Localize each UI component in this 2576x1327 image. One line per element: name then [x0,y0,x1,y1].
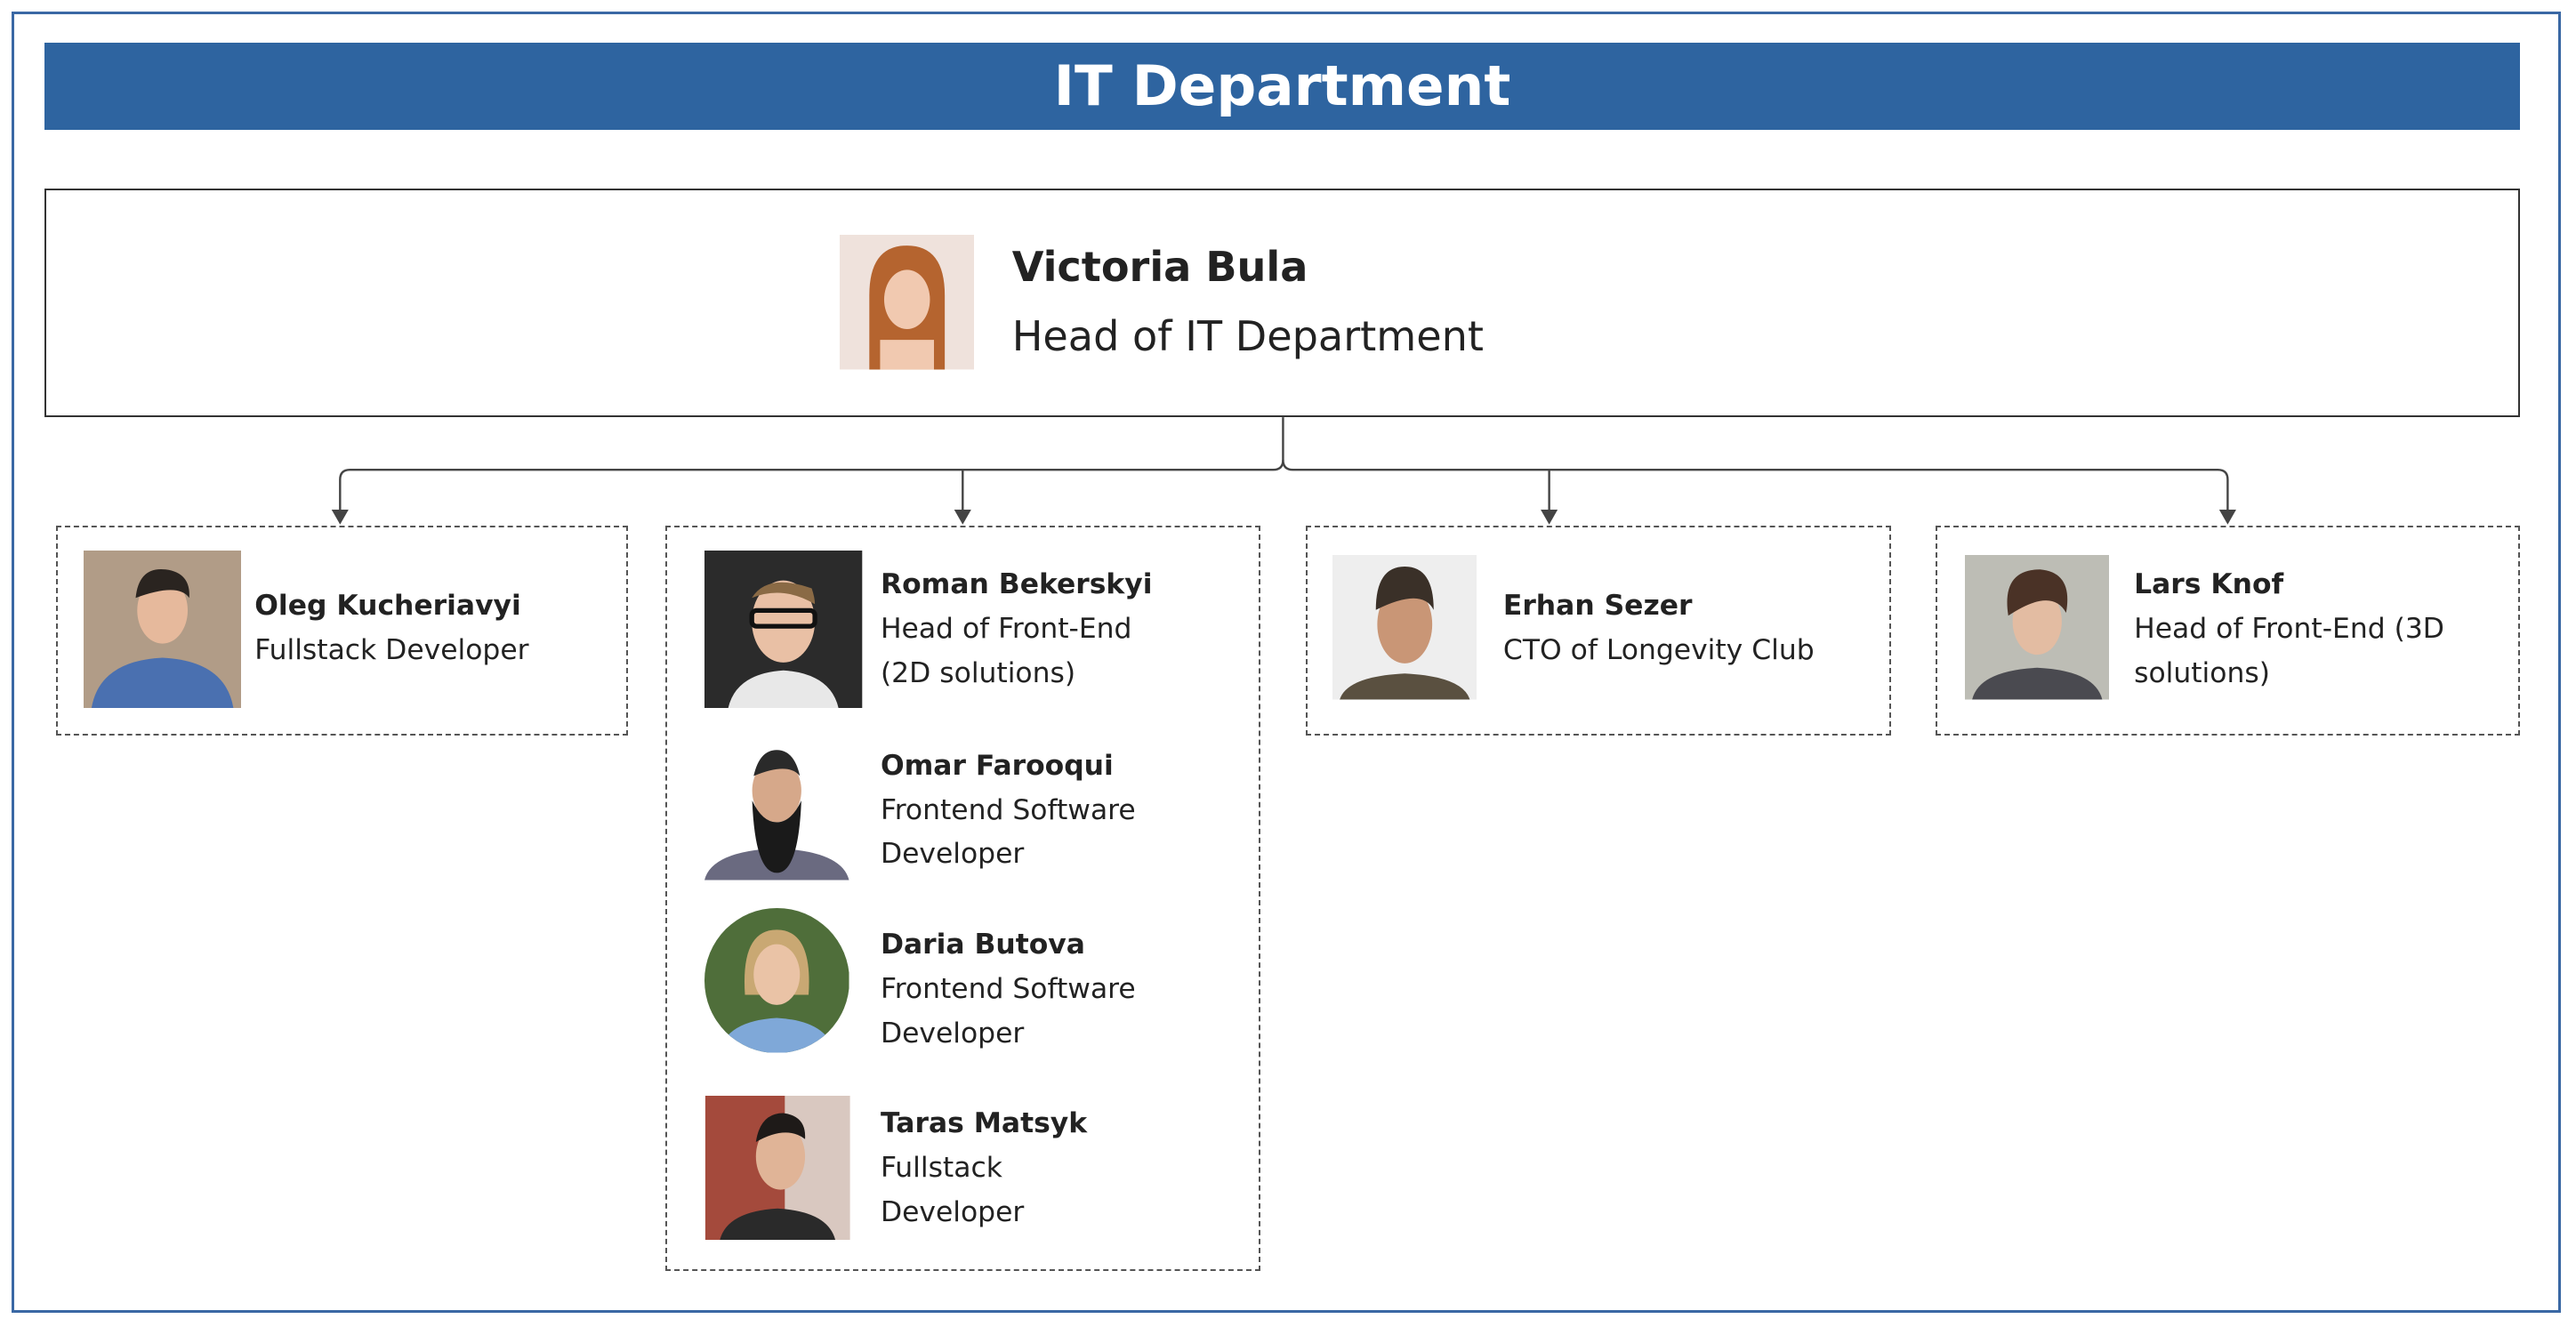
avatar-victoria [839,235,975,370]
member-name: Erhan Sezer [1502,590,1693,623]
avatar-taras [704,1095,850,1241]
member-name: Roman Bekerskyi [880,568,1153,601]
group-erhan [1306,526,1891,736]
group-lars [1935,526,2521,736]
connector-oleg [331,417,1284,525]
member-name: Daria Butova [880,928,1085,961]
member-role: Frontend Software Developer [880,972,1136,1050]
head-name: Victoria Bula [1011,243,1308,292]
head-role: Head of IT Department [1011,311,1484,360]
member-role: Fullstack Developer [254,634,529,667]
member-name: Oleg Kucheriavyi [254,590,521,623]
group-oleg [55,526,628,736]
group-frontend [664,526,1260,1272]
avatar-lars [1964,555,2110,700]
chart-frame [11,11,2562,1313]
member-role: Head of Front-End (2D solutions) [880,613,1132,690]
member-role: Frontend Software Developer [880,793,1136,871]
page-title: IT Department [44,43,2521,130]
member-role: Fullstack Developer [880,1152,1025,1228]
connector-lars [1282,460,2237,525]
head-node[interactable] [44,189,2521,418]
avatar-oleg [84,550,242,708]
member-name: Lars Knof [2134,568,2284,601]
avatar-omar [704,736,849,881]
avatar-daria [704,908,849,1053]
member-name: Taras Matsyk [880,1107,1088,1140]
avatar-roman [704,550,863,708]
member-role: Head of Front-End (3D solutions) [2134,613,2444,690]
member-name: Omar Farooqui [880,749,1114,782]
member-role: CTO of Longevity Club [1502,634,1815,667]
avatar-erhan [1332,555,1477,700]
